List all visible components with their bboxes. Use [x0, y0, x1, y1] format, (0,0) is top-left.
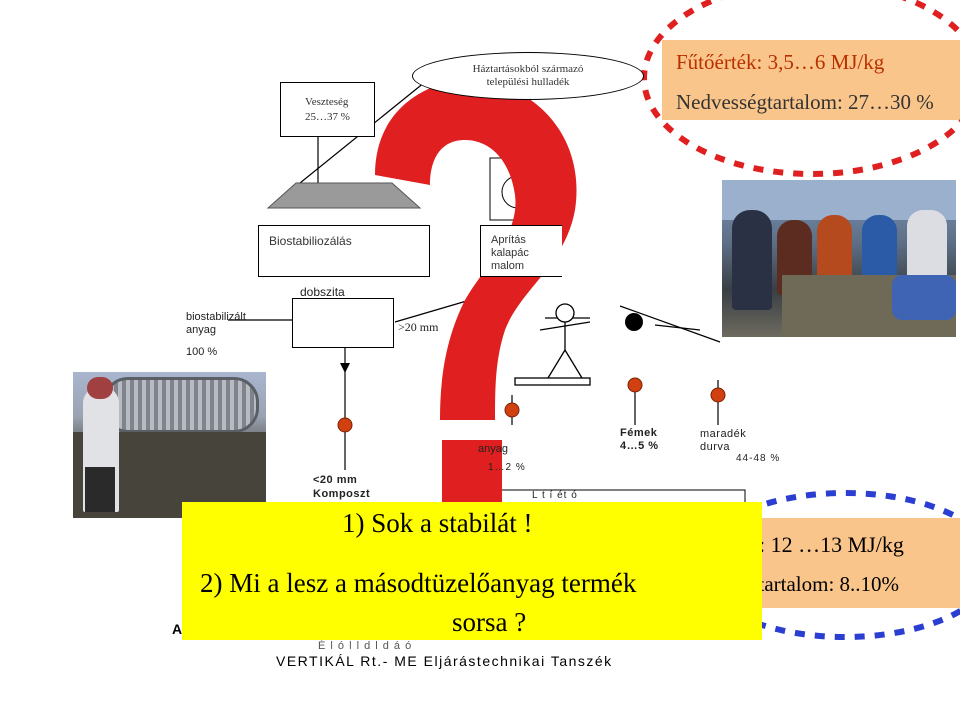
material-label: anyag — [478, 443, 508, 455]
gt20-label: >20 mm — [398, 320, 439, 334]
hopper-shape — [266, 182, 422, 209]
residue-label: maradék durva — [700, 428, 747, 453]
loss-label: Veszteség 25…37 % — [305, 95, 350, 123]
biostab-label: Biostabiliozálás — [269, 234, 352, 248]
source-ellipse: Háztartásokból származó települési hulla… — [412, 52, 644, 100]
metals-label: Fémek 4…5 % — [620, 427, 659, 452]
drum-sieve-label: dobszita — [300, 285, 345, 299]
biostab-box: Biostabiliozálás — [258, 225, 430, 277]
top-info-box — [662, 40, 960, 120]
callout-line-2: 2) Mi a lesz a másodtüzelőanyag termék — [200, 568, 637, 598]
crushing-box: Aprítás kalapác malom — [480, 225, 562, 277]
bottom-heating-value: k: 12 …13 MJ/kg — [748, 532, 904, 557]
lt20-label: <20 mm Komposzt — [313, 474, 371, 500]
drum-sieve-box — [292, 298, 394, 348]
loss-box: Veszteség 25…37 % — [280, 82, 375, 137]
output-partial-label: L t í ét ó — [532, 490, 578, 501]
biostab-material-label: biostabilizált anyag — [186, 311, 246, 336]
picker-figure — [514, 303, 591, 386]
crushing-label: Aprítás kalapác malom — [491, 234, 529, 272]
workers-photo — [722, 180, 956, 337]
callout-box: 1) Sok a stabilát ! 2) Mi a lesz a másod… — [182, 502, 762, 640]
footer-company: VERTIKÁL Rt.- ME Eljárástechnikai Tanszé… — [276, 653, 613, 669]
question-mark-icon — [375, 79, 577, 502]
top-heating-value: Fűtőérték: 3,5…6 MJ/kg — [676, 50, 885, 74]
footer-letter-a: A — [172, 621, 183, 637]
callout-line-3: sorsa ? — [452, 607, 527, 637]
bottom-info-box — [745, 518, 960, 608]
one-two-percent-label: 1…2 % — [488, 462, 526, 473]
bottom-moisture: gtartalom: 8..10% — [748, 572, 900, 596]
hundred-percent-label: 100 % — [186, 346, 218, 358]
callout-line-1: 1) Sok a stabilát ! — [342, 508, 533, 538]
source-label: Háztartásokból származó települési hulla… — [472, 63, 584, 88]
drum-sieve-photo — [73, 372, 266, 518]
footer-partial: É l ó l l d l d á ó — [318, 640, 413, 652]
top-moisture: Nedvességtartalom: 27…30 % — [676, 90, 934, 114]
top-dashed-ellipse — [641, 0, 960, 177]
residue-percent-label: 44-48 % — [736, 453, 781, 464]
